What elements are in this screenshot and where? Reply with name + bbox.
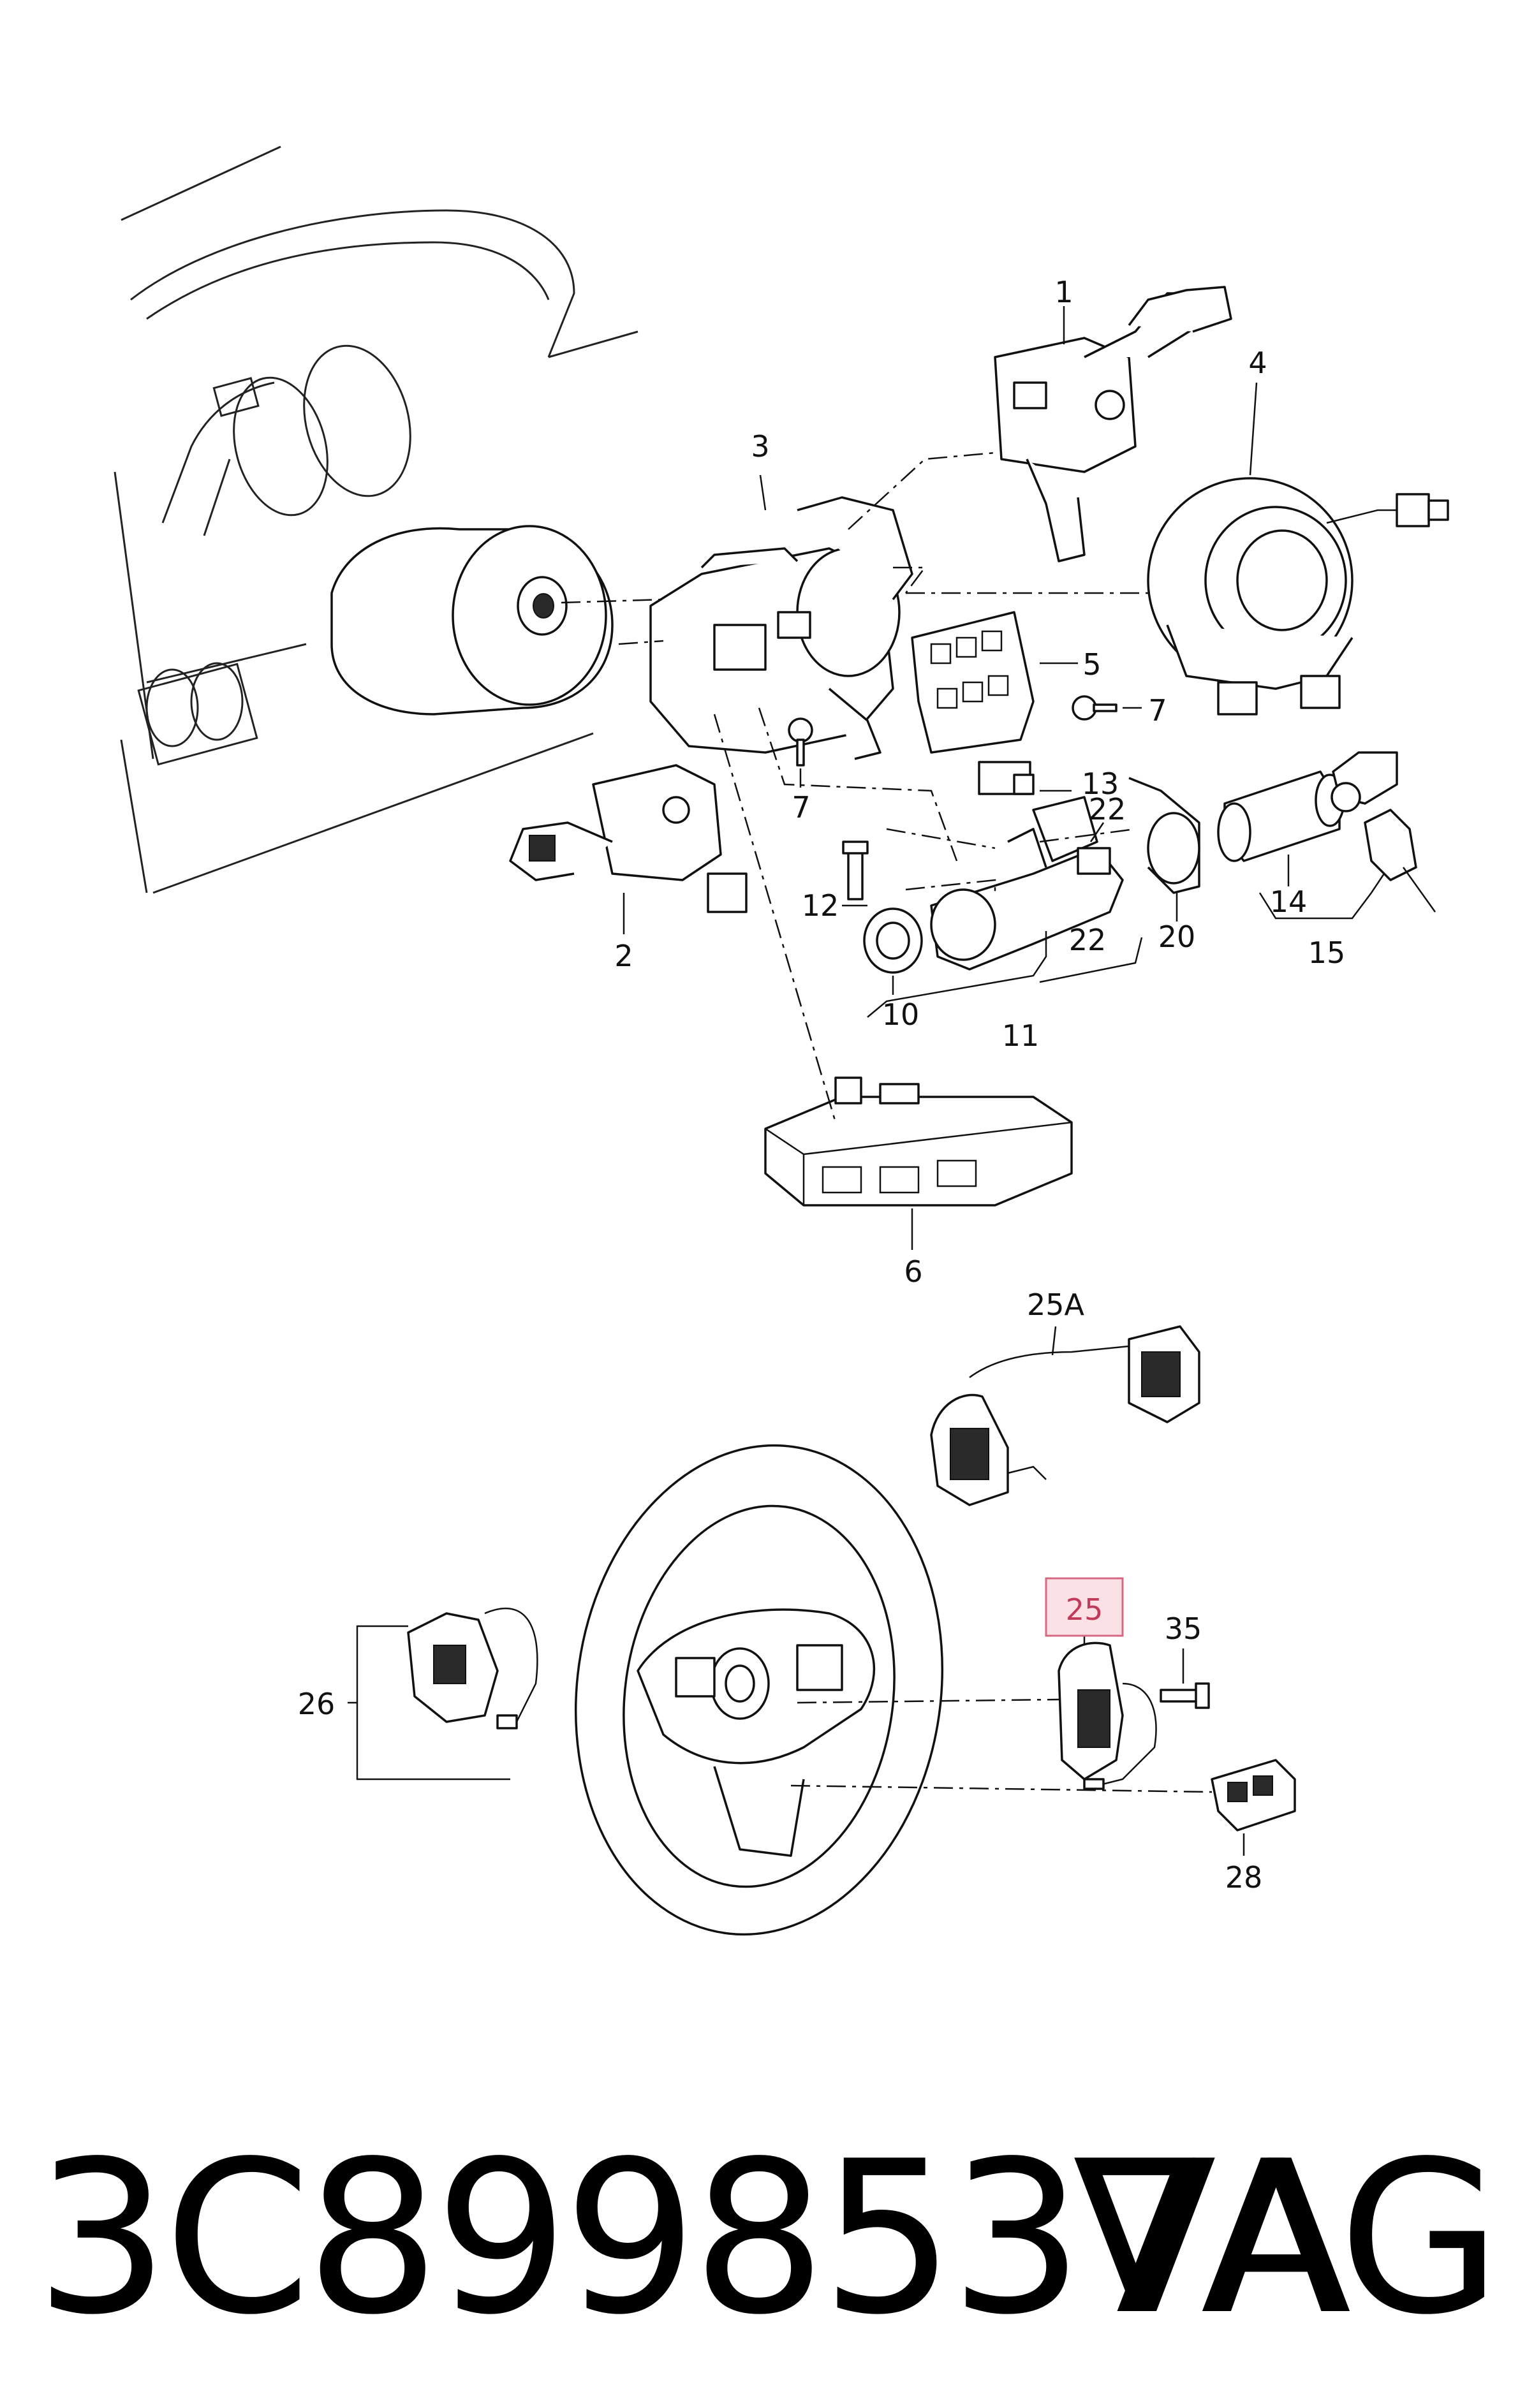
callout-25: 25 bbox=[1066, 1592, 1103, 1627]
exploded-parts-diagram: 1 3 4 5 7 7 13 22 22 2 12 10 11 20 14 15… bbox=[114, 145, 1449, 1936]
dashboard-outline bbox=[114, 145, 638, 894]
callout-7-left: 7 bbox=[792, 790, 810, 825]
callout-22-upper: 22 bbox=[1089, 792, 1126, 826]
part-7-screws bbox=[788, 695, 1117, 767]
leader-lines bbox=[348, 306, 1385, 1856]
part-number: 3C8998537A bbox=[35, 2116, 1352, 2361]
part-35-screw bbox=[1160, 1682, 1210, 1709]
callout-22-lower: 22 bbox=[1069, 923, 1107, 957]
part-25-right-switch bbox=[1058, 1641, 1157, 1790]
highlight-box-25 bbox=[1045, 1577, 1124, 1637]
part-4-clock-spring bbox=[1147, 477, 1449, 716]
footer: 3C8998537A VAG bbox=[0, 2104, 1534, 2372]
callout-labels: 1 3 4 5 7 7 13 22 22 2 12 10 11 20 14 15… bbox=[298, 275, 1346, 1895]
part-26-left-switch bbox=[407, 1607, 538, 1729]
callout-12: 12 bbox=[802, 888, 839, 923]
steering-wheel bbox=[574, 1444, 944, 1936]
callout-26: 26 bbox=[298, 1687, 336, 1721]
callout-25a: 25A bbox=[1027, 1288, 1085, 1322]
callout-2: 2 bbox=[614, 939, 633, 973]
column-boss bbox=[330, 525, 614, 716]
part-12-screw bbox=[842, 841, 869, 900]
part-6-control-module bbox=[764, 1076, 1073, 1207]
part-13-connector bbox=[978, 761, 1035, 795]
assembly-lines bbox=[561, 452, 1213, 1793]
part-10-switch bbox=[863, 907, 923, 974]
part-20-trim-ring bbox=[1128, 777, 1200, 894]
callout-6: 6 bbox=[904, 1254, 922, 1289]
part-2-turn-signal-stalk bbox=[509, 764, 748, 913]
callout-3: 3 bbox=[751, 429, 769, 464]
part-15-keys bbox=[1331, 751, 1436, 913]
callout-28: 28 bbox=[1225, 1860, 1263, 1895]
part-11-lock-housing bbox=[930, 796, 1124, 971]
part-5-switch-module bbox=[911, 611, 1035, 754]
callout-4: 4 bbox=[1248, 346, 1267, 380]
callout-7-right: 7 bbox=[1148, 693, 1167, 728]
callout-11: 11 bbox=[1002, 1018, 1040, 1053]
callout-15: 15 bbox=[1308, 936, 1346, 970]
callout-10: 10 bbox=[882, 997, 920, 1032]
part-28-button-module bbox=[1211, 1759, 1296, 1832]
callout-5: 5 bbox=[1082, 647, 1101, 682]
part-14-lock-cylinder bbox=[1217, 770, 1345, 862]
brand-name: VAG bbox=[1072, 2116, 1501, 2361]
callout-1: 1 bbox=[1054, 275, 1073, 309]
callout-14: 14 bbox=[1270, 885, 1308, 919]
part-25a-multifunction-switch-set bbox=[930, 1325, 1200, 1506]
callout-20: 20 bbox=[1158, 920, 1196, 954]
part-3-switch-housing bbox=[649, 496, 913, 760]
callout-13: 13 bbox=[1082, 767, 1119, 801]
part-1-wiper-stalk bbox=[994, 286, 1232, 562]
callout-35: 35 bbox=[1165, 1611, 1202, 1646]
